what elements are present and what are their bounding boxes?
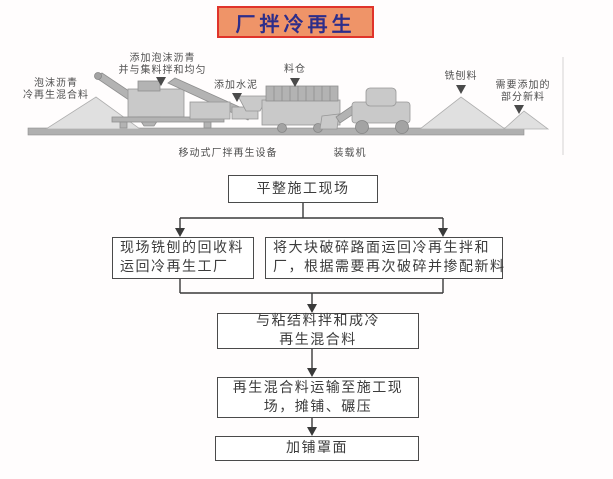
silo-grid-lines bbox=[273, 86, 331, 101]
conveyor-pulley bbox=[94, 72, 102, 80]
machine-chassis bbox=[111, 116, 225, 123]
chassis-leg bbox=[119, 121, 128, 129]
loader-bucket bbox=[319, 113, 340, 130]
step-text: 加铺罩面 bbox=[286, 441, 348, 456]
step-overlay: 加铺罩面 bbox=[215, 436, 419, 461]
page-title: 厂拌冷再生 bbox=[217, 6, 374, 38]
down-arrow-icon bbox=[514, 105, 524, 114]
silo-grid-bin bbox=[265, 85, 339, 102]
step-text: 运回冷再生工厂 bbox=[120, 260, 229, 275]
label-line: 需要添加的 bbox=[495, 80, 551, 91]
label-line: 冷再生混合料 bbox=[23, 90, 89, 101]
screener-wheel bbox=[277, 123, 287, 133]
step-text: 再生混合料 bbox=[279, 333, 357, 348]
mixer-tower bbox=[137, 80, 161, 92]
down-arrow-icon bbox=[290, 78, 300, 87]
down-arrow-icon bbox=[307, 427, 317, 436]
power-unit bbox=[189, 101, 231, 120]
mixer-body bbox=[127, 88, 185, 118]
label-silo: 料仓 bbox=[284, 64, 306, 75]
step-transport-pave: 再生混合料运输至施工现 场，摊铺、碾压 bbox=[217, 377, 419, 418]
label-loader: 装载机 bbox=[333, 148, 367, 159]
loader-wheel bbox=[395, 120, 409, 134]
step-text: 将大块破碎路面运回冷再生拌和 bbox=[273, 241, 490, 256]
step-recycle-milled: 现场铣刨的回收料 运回冷再生工厂 bbox=[112, 237, 254, 279]
down-arrow-icon bbox=[307, 368, 317, 377]
step-text: 平整施工现场 bbox=[256, 181, 350, 197]
step-text: 场，摊铺、碾压 bbox=[263, 399, 373, 415]
label-line: 泡沫沥青 bbox=[34, 78, 78, 89]
label-milled-material: 铣刨料 bbox=[444, 71, 478, 82]
merge-lines bbox=[179, 279, 444, 305]
step-recycle-crushed: 将大块破碎路面运回冷再生拌和 厂，根据需要再次破碎并掺配新料 bbox=[265, 237, 506, 279]
down-arrow-icon bbox=[232, 93, 242, 102]
cement-hopper bbox=[237, 95, 269, 112]
loader-cab bbox=[365, 87, 397, 107]
down-arrow-icon bbox=[456, 85, 466, 94]
step-text: 厂，根据需要再次破碎并掺配新料 bbox=[273, 260, 506, 275]
label-line: 并与集料拌和均匀 bbox=[118, 65, 207, 76]
down-arrow-icon bbox=[156, 77, 166, 86]
new-material-pile bbox=[502, 110, 550, 130]
label-line: 添加泡沫沥青 bbox=[129, 53, 196, 64]
step-text: 与粘结料拌和成冷 bbox=[256, 314, 380, 329]
loader-wheel bbox=[355, 120, 369, 134]
label-mobile-equipment: 移动式厂拌再生设备 bbox=[178, 148, 278, 159]
down-arrow-icon bbox=[175, 228, 185, 237]
step-mix-binder: 与粘结料拌和成冷 再生混合料 bbox=[217, 313, 419, 349]
down-arrow-icon bbox=[438, 228, 448, 237]
construction-site-illustration bbox=[27, 57, 564, 155]
branch-lines bbox=[179, 203, 444, 229]
label-add-foam: 添加泡沫沥青 并与集料拌和均匀 bbox=[95, 53, 230, 77]
label-new-material: 需要添加的 部分新料 bbox=[486, 80, 560, 104]
step-level-site: 平整施工现场 bbox=[228, 175, 378, 203]
ground-strip bbox=[27, 127, 525, 136]
label-add-cement: 添加水泥 bbox=[214, 80, 258, 91]
step-text: 现场铣刨的回收料 bbox=[120, 241, 244, 256]
label-foam-mixture: 泡沫沥青 冷再生混合料 bbox=[8, 78, 104, 102]
chassis-leg bbox=[203, 121, 212, 129]
milled-material-pile bbox=[418, 96, 507, 130]
step-text: 再生混合料运输至施工现 bbox=[232, 380, 404, 396]
label-line: 部分新料 bbox=[501, 92, 545, 103]
